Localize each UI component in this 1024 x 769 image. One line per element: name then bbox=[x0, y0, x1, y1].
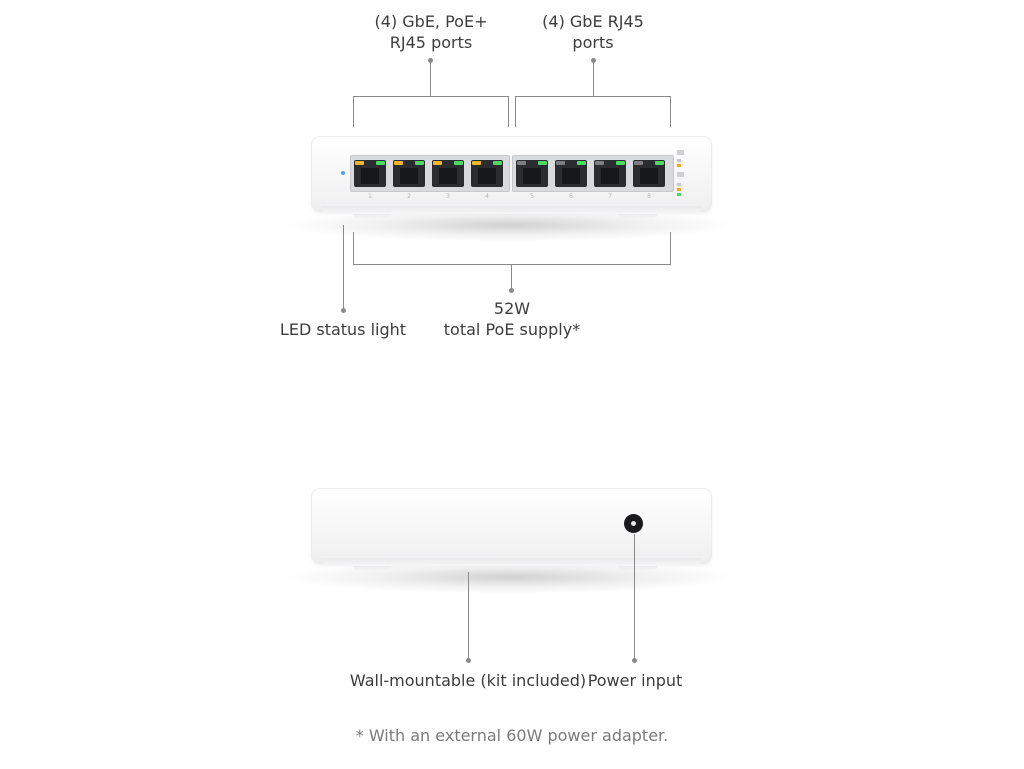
device-front-rim bbox=[321, 206, 702, 214]
label-gbe-ports-line2: ports bbox=[572, 33, 614, 52]
device-foot-left bbox=[352, 562, 392, 570]
callout-line-poe-supply bbox=[511, 264, 512, 290]
label-gbe-ports-line1: (4) GbE RJ45 bbox=[542, 12, 644, 31]
label-poe-ports-line2: RJ45 ports bbox=[389, 33, 473, 52]
port-number: 8 bbox=[647, 193, 651, 200]
bracket-poe-top bbox=[353, 96, 509, 97]
device-foot-left bbox=[352, 210, 392, 218]
device-rear-rim bbox=[321, 558, 702, 566]
poe-led-icon bbox=[472, 161, 481, 165]
legend-icon bbox=[677, 159, 681, 162]
device-foot-right bbox=[618, 562, 658, 570]
bracket-poe-left bbox=[353, 96, 354, 127]
led-off-icon bbox=[634, 161, 643, 165]
port-number: 1 bbox=[368, 193, 372, 200]
port-5 bbox=[516, 160, 548, 187]
callout-dot bbox=[341, 308, 346, 313]
label-wall-mount: Wall-mountable (kit included) bbox=[349, 671, 587, 690]
switch-rear-view bbox=[311, 488, 712, 564]
bracket-gbe-left bbox=[515, 96, 516, 127]
legend-icon bbox=[677, 172, 684, 177]
legend-icon bbox=[677, 150, 684, 155]
bracket-gbe-right bbox=[670, 96, 671, 127]
legend-icon bbox=[677, 188, 681, 191]
led-off-icon bbox=[517, 161, 526, 165]
callout-line-led bbox=[343, 225, 344, 310]
port-number: 3 bbox=[446, 193, 450, 200]
gbe-port-block bbox=[512, 155, 674, 192]
callout-dot bbox=[632, 658, 637, 663]
link-led-icon bbox=[493, 161, 502, 165]
bracket-poe-supply-left bbox=[353, 232, 354, 264]
label-poe-ports: (4) GbE, PoE+ RJ45 ports bbox=[350, 11, 512, 53]
port-number: 4 bbox=[485, 193, 489, 200]
legend-icon bbox=[677, 164, 681, 167]
footnote: * With an external 60W power adapter. bbox=[355, 726, 669, 745]
label-gbe-ports: (4) GbE RJ45 ports bbox=[522, 11, 664, 53]
label-poe-watt: 52W bbox=[493, 299, 531, 318]
link-led-icon bbox=[655, 161, 664, 165]
link-led-icon bbox=[415, 161, 424, 165]
led-off-icon bbox=[595, 161, 604, 165]
port-number: 7 bbox=[608, 193, 612, 200]
bracket-poe-right bbox=[508, 96, 509, 127]
status-led-icon bbox=[341, 171, 345, 175]
link-led-icon bbox=[577, 161, 586, 165]
bracket-poe-supply-right bbox=[670, 232, 671, 264]
port-7 bbox=[594, 160, 626, 187]
legend-icon bbox=[677, 193, 681, 196]
label-poe-supply: total PoE supply* bbox=[443, 320, 581, 339]
port-1 bbox=[354, 160, 386, 187]
poe-led-icon bbox=[433, 161, 442, 165]
port-number: 6 bbox=[569, 193, 573, 200]
port-number: 5 bbox=[530, 193, 534, 200]
port-number: 2 bbox=[407, 193, 411, 200]
port-8 bbox=[633, 160, 665, 187]
power-spec-marking bbox=[612, 538, 613, 543]
poe-led-icon bbox=[355, 161, 364, 165]
poe-port-block bbox=[350, 155, 510, 192]
link-led-icon bbox=[376, 161, 385, 165]
link-led-icon bbox=[616, 161, 625, 165]
link-led-icon bbox=[538, 161, 547, 165]
led-off-icon bbox=[556, 161, 565, 165]
port-4 bbox=[471, 160, 503, 187]
port-6 bbox=[555, 160, 587, 187]
callout-dot bbox=[509, 288, 514, 293]
callout-line bbox=[593, 60, 594, 96]
device-foot-right bbox=[618, 210, 658, 218]
label-led-status: LED status light bbox=[279, 320, 407, 339]
port-2 bbox=[393, 160, 425, 187]
bracket-gbe-top bbox=[515, 96, 671, 97]
callout-line bbox=[430, 60, 431, 96]
callout-dot bbox=[466, 658, 471, 663]
label-poe-ports-line1: (4) GbE, PoE+ bbox=[374, 12, 488, 31]
link-led-icon bbox=[454, 161, 463, 165]
callout-line-wall-mount bbox=[468, 572, 469, 660]
legend-icon bbox=[677, 183, 681, 186]
port-3 bbox=[432, 160, 464, 187]
bracket-poe-supply-bottom bbox=[353, 264, 671, 265]
power-jack-icon bbox=[624, 514, 643, 533]
poe-led-icon bbox=[394, 161, 403, 165]
label-power-input: Power input bbox=[587, 671, 683, 690]
callout-line-power bbox=[634, 534, 635, 660]
